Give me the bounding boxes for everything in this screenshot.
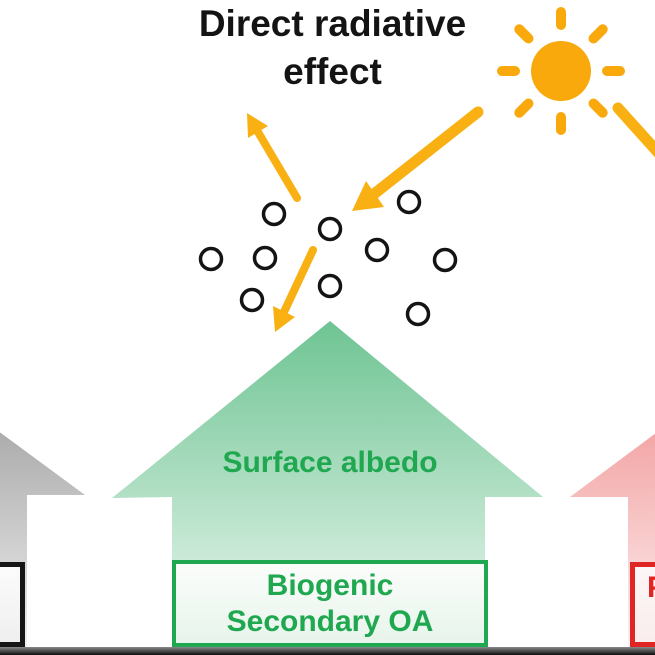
biogenic-secondary-oa-box: Biogenic Secondary OA [172,560,488,647]
aerosol-particle-icon [396,189,422,215]
aerosol-particle-icon [239,287,265,313]
aerosol-particle-icon [317,216,343,242]
aerosol-particles [198,189,458,327]
diagram-title: Direct radiative effect [140,0,525,96]
aerosol-particle-icon [252,245,278,271]
left-category-box [0,562,25,647]
outgoing-sunlight-beam-icon [612,102,655,158]
scattered-light-up-arrow-icon [247,113,301,202]
title-line2: effect [283,51,382,92]
sun-icon [497,7,625,135]
aerosol-particle-icon [364,237,390,263]
aerosol-particle-icon [261,201,287,227]
transmitted-light-down-arrow-icon [273,246,317,332]
aerosol-particle-icon [317,273,343,299]
right-category-box: P [630,562,655,647]
ground-strip [0,647,655,655]
green-box-line2: Secondary OA [226,604,434,638]
green-box-line1: Biogenic [266,568,394,602]
surface-albedo-label: Surface albedo [222,446,438,479]
aerosol-particle-icon [405,301,431,327]
aerosol-particle-icon [432,247,458,273]
incoming-sunlight-arrow-icon [352,106,484,211]
red-box-text-fragment: P [647,571,655,605]
aerosol-particle-icon [198,246,224,272]
title-line1: Direct radiative [198,3,467,44]
